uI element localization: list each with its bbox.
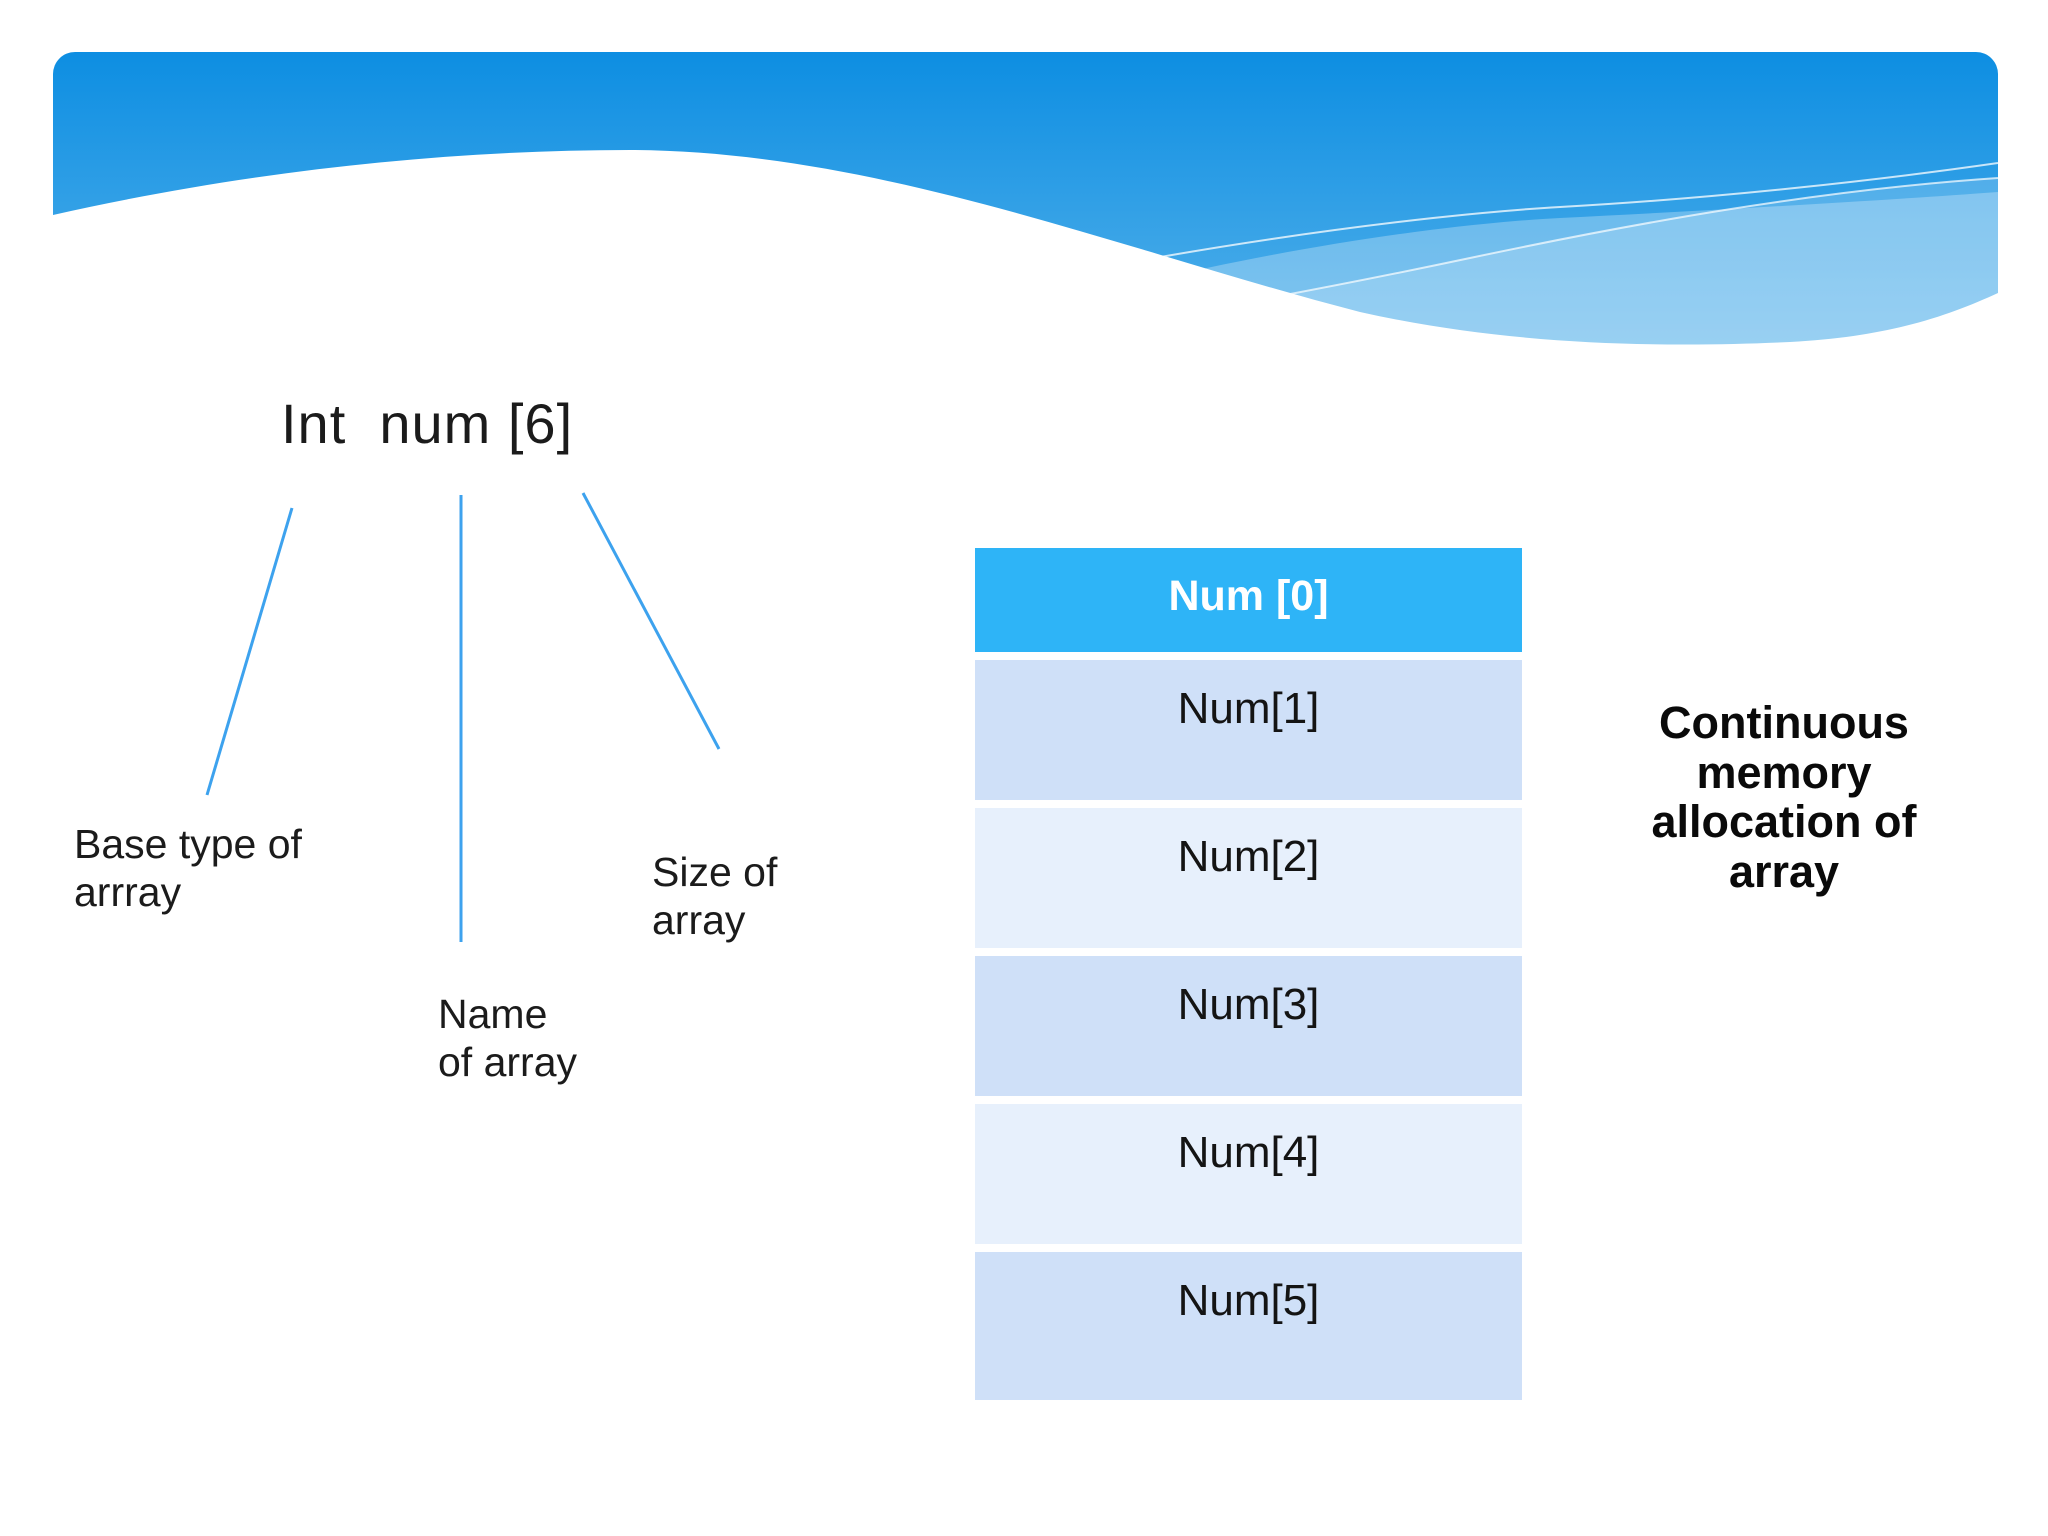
memory-cell: Num[1] [975, 660, 1522, 800]
memory-cell-header: Num [0] [975, 548, 1522, 652]
label-size-line2: array [652, 897, 746, 944]
label-name-of-array: Name of array [438, 990, 577, 1087]
memory-cell: Num[3] [975, 956, 1522, 1096]
memory-cell: Num[4] [975, 1104, 1522, 1244]
array-declaration-text: Int num [6] [281, 392, 574, 455]
memory-cell: Num[2] [975, 808, 1522, 948]
banner-white-wave [53, 150, 1998, 430]
memory-cell: Num[5] [975, 1252, 1522, 1400]
caption-continuous-memory: Continuous memory allocation of array [1651, 697, 1917, 897]
connector-line-size [581, 492, 721, 750]
label-base-type-line2: arrray [74, 869, 182, 916]
label-name-line2: of array [438, 1039, 577, 1086]
banner-wave-graphic [53, 52, 1998, 430]
label-base-type: Base type of arrray [74, 820, 302, 917]
label-base-type-line1: Base type of [74, 821, 302, 867]
connector-line-base-type [205, 507, 294, 796]
memory-table: Num [0] Num[1] Num[2] Num[3] Num[4] Num[… [975, 548, 1522, 1400]
label-size-line1: Size of [652, 849, 778, 895]
label-name-line1: Name [438, 991, 548, 1037]
label-size-of-array: Size of array [652, 848, 777, 945]
banner-highlight-2 [950, 178, 1998, 352]
